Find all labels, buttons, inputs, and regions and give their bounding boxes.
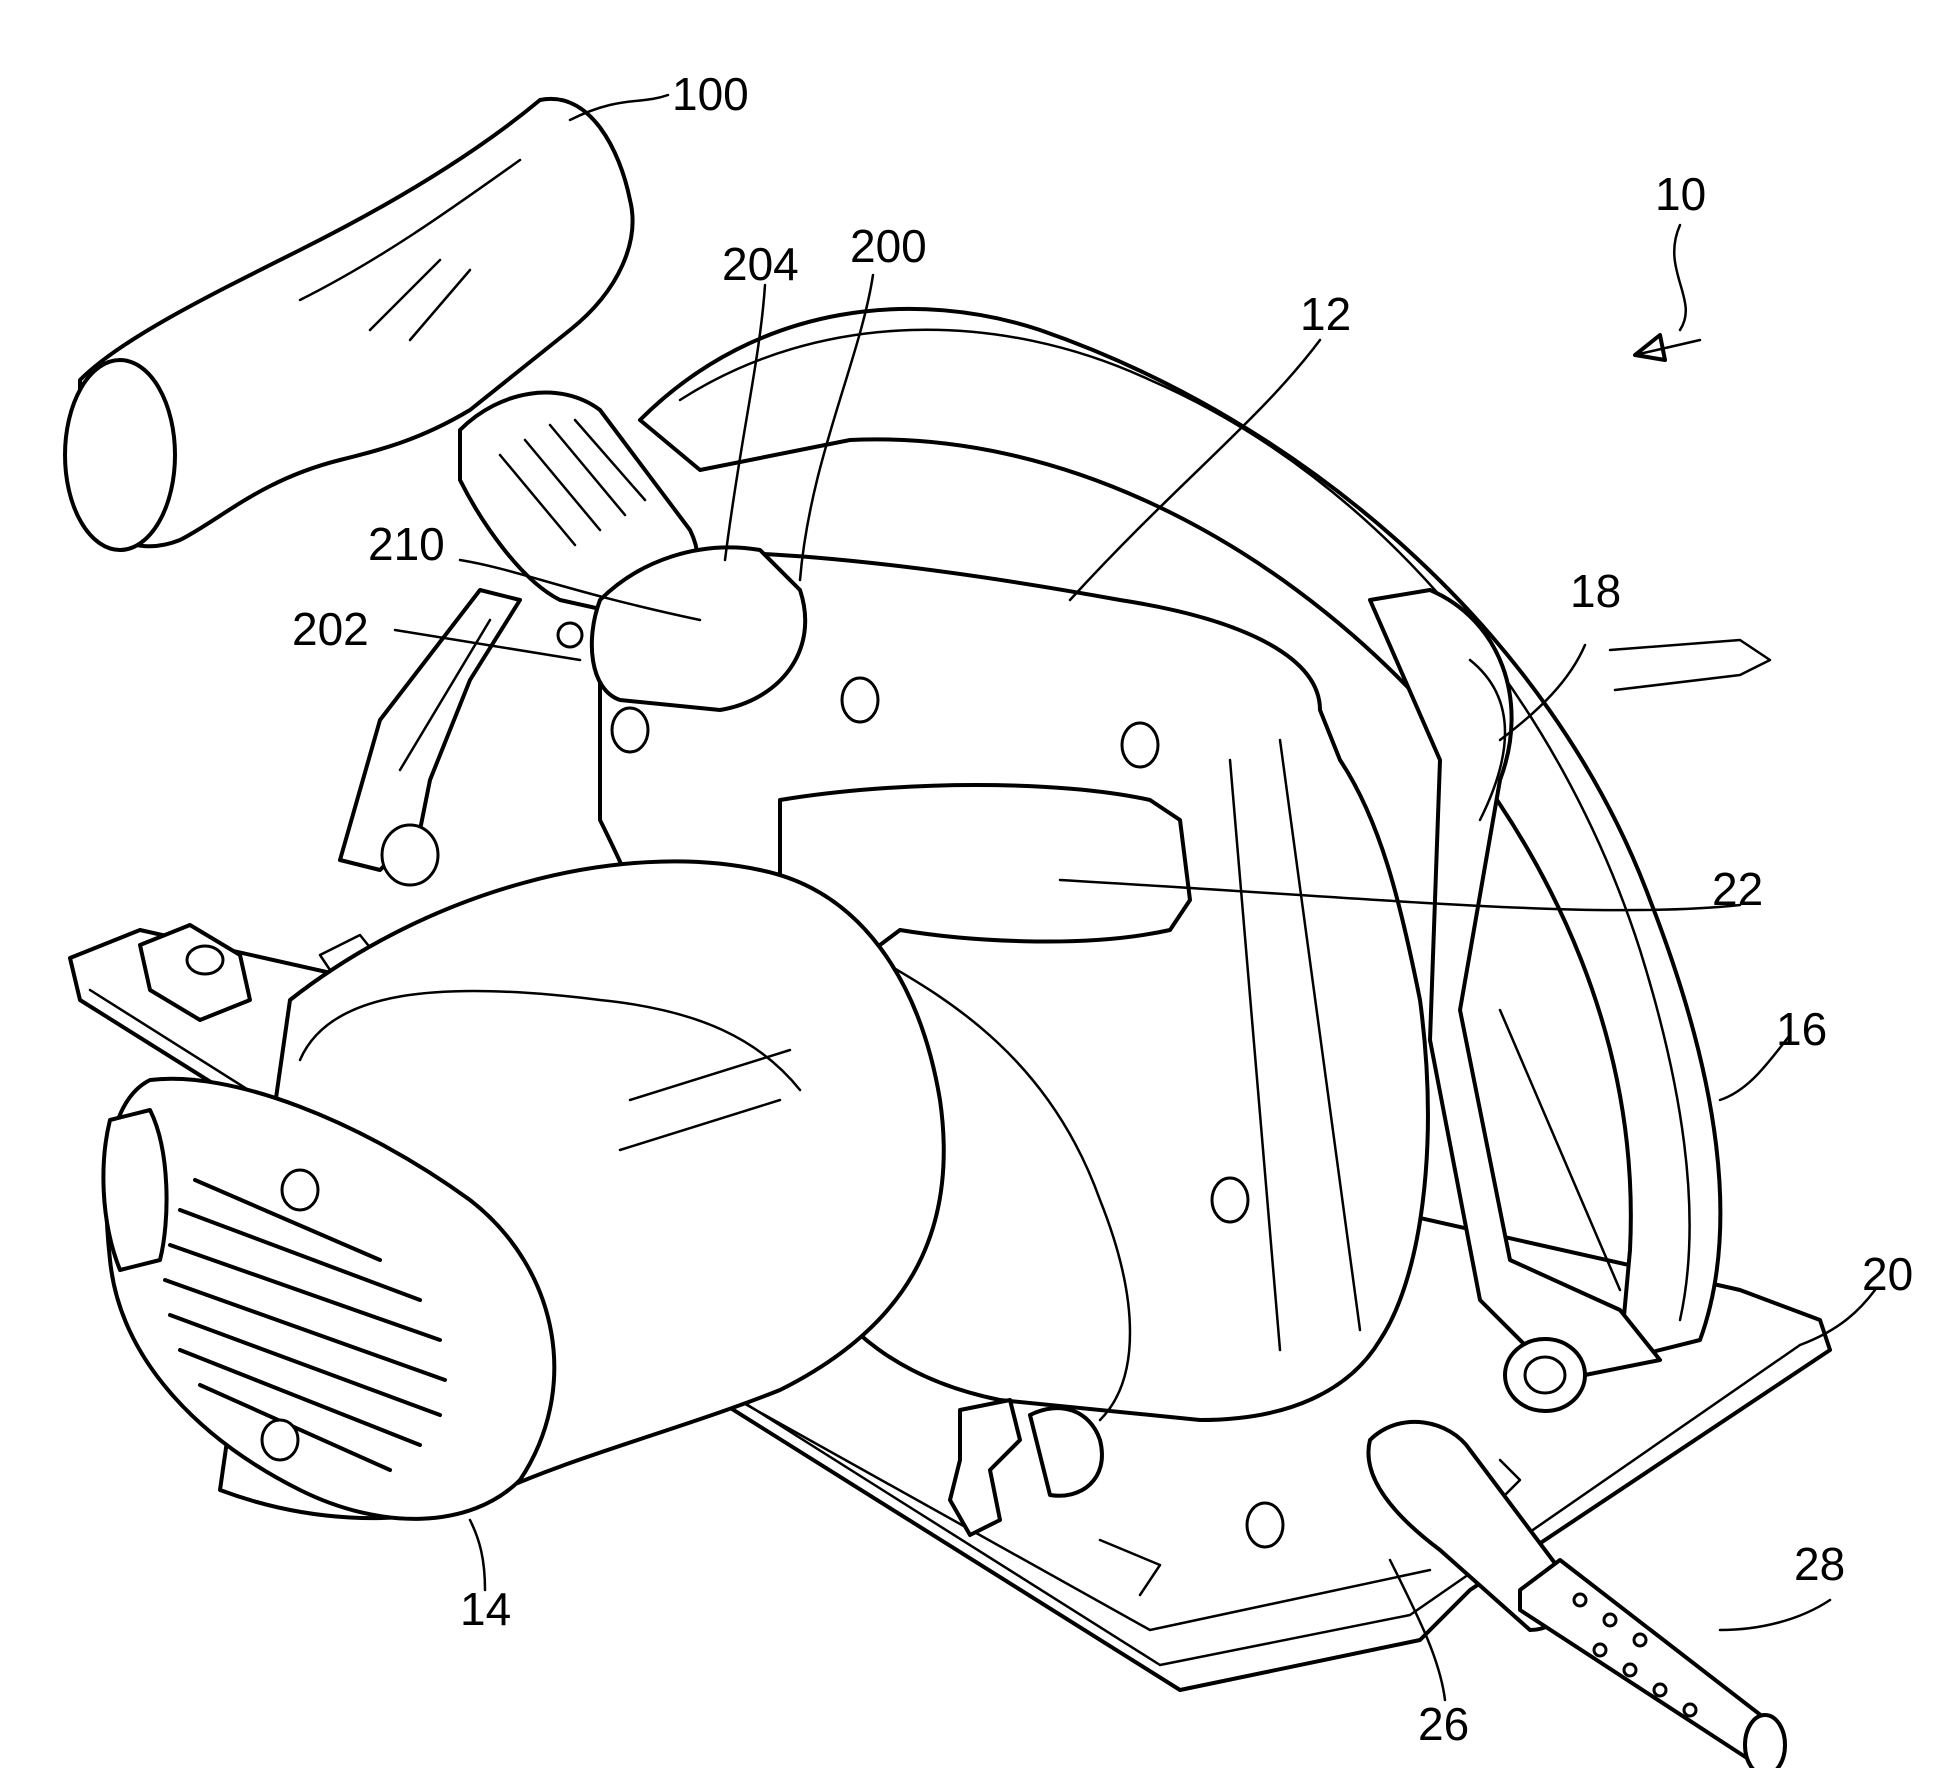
label-22: 22 [1712,863,1763,915]
label-16: 16 [1776,1003,1827,1055]
label-10: 10 [1655,168,1706,220]
rear-pivot [1505,1339,1585,1411]
label-202: 202 [292,603,369,655]
label-20: 20 [1862,1248,1913,1300]
label-200: 200 [850,220,927,272]
label-26: 26 [1418,1698,1469,1750]
label-204: 204 [722,238,799,290]
label-28: 28 [1794,1538,1845,1590]
label-18: 18 [1570,565,1621,617]
label-100: 100 [672,68,749,120]
label-210: 210 [368,518,445,570]
label-14: 14 [460,1583,511,1635]
label-12: 12 [1300,288,1351,340]
